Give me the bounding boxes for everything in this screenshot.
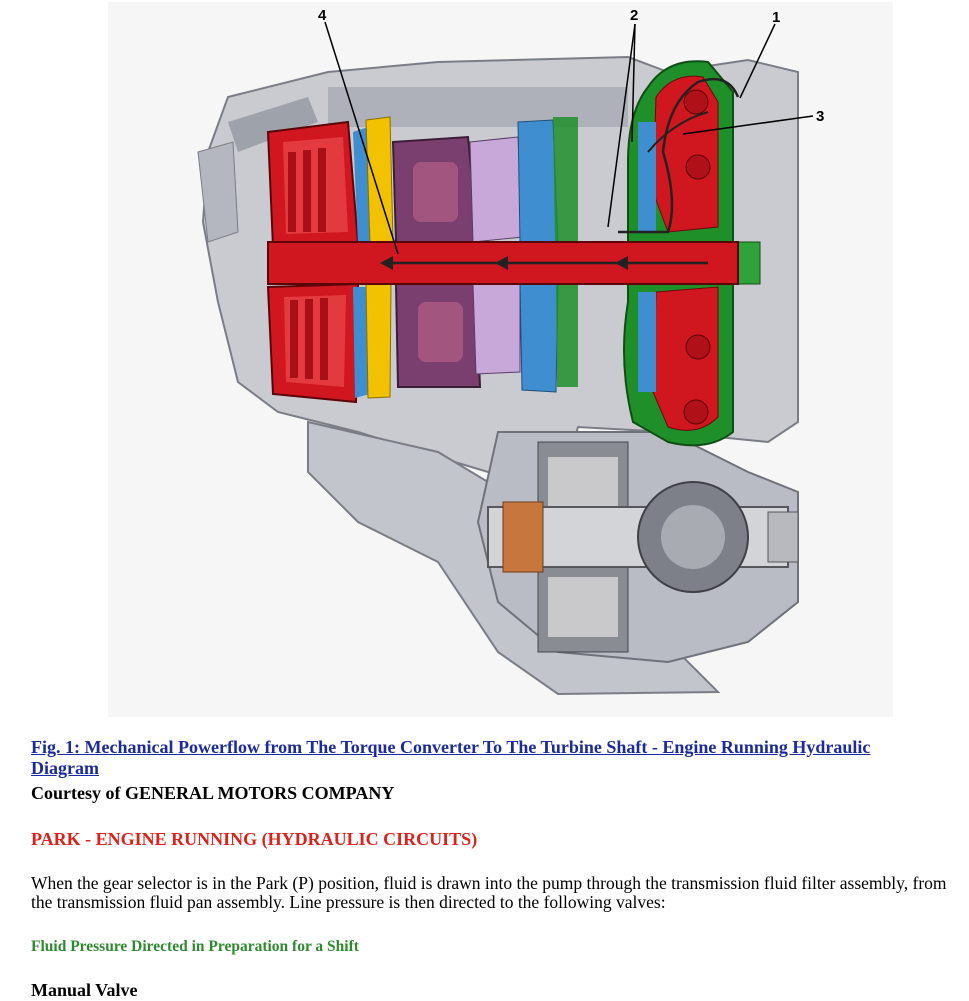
section-sub-heading: Fluid Pressure Directed in Preparation f… (31, 938, 359, 955)
callout-3: 3 (816, 108, 824, 125)
callout-1: 1 (772, 9, 780, 26)
callout-leaders (324, 21, 814, 255)
figure-courtesy: Courtesy of GENERAL MOTORS COMPANY (31, 783, 395, 803)
valve-heading: Manual Valve (31, 980, 138, 1000)
section-body-text: When the gear selector is in the Park (P… (31, 873, 947, 912)
clutch-assembly-lower (266, 282, 392, 404)
turbine-shaft (267, 241, 739, 285)
fluid-circuit-line (618, 77, 740, 234)
clutch-assembly-upper (266, 116, 394, 249)
section-heading: PARK - ENGINE RUNNING (HYDRAULIC CIRCUIT… (31, 829, 478, 849)
planetary-gearset-upper (391, 117, 578, 243)
callout-4: 4 (318, 7, 327, 24)
transmission-cutaway-illustration: 4 2 1 3 (108, 2, 893, 717)
figure-caption-link[interactable]: Fig. 1: Mechanical Powerflow from The To… (31, 737, 871, 778)
figure-caption: Fig. 1: Mechanical Powerflow from The To… (31, 737, 941, 779)
planetary-gearset-lower (394, 283, 578, 393)
callout-2: 2 (630, 7, 638, 24)
final-drive-differential (487, 441, 799, 653)
pump-red-chambers (638, 75, 719, 431)
